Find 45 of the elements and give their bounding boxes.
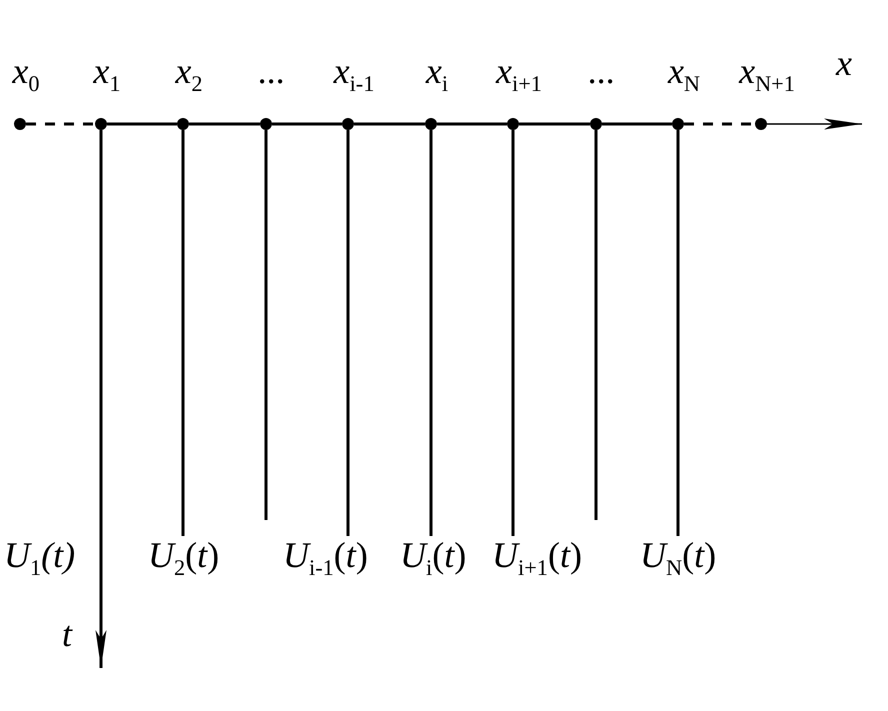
grid-point [95, 118, 107, 130]
grid-line [182, 130, 184, 536]
grid-line [519, 122, 590, 126]
point-label: ... [258, 52, 286, 90]
grid-point [590, 118, 602, 130]
axis-arrow [96, 130, 106, 668]
grid-line [602, 122, 672, 126]
function-label: U$_{N}$(t) [640, 536, 716, 587]
grid-point [672, 118, 684, 130]
grid-point [260, 118, 272, 130]
axis-label: t [62, 615, 72, 653]
grid-point [425, 118, 437, 130]
point-label: x$_{2}$ [175, 52, 203, 98]
point-label: x$_{N+1}$ [739, 52, 795, 98]
grid-point [755, 118, 767, 130]
grid-line [264, 130, 268, 520]
point-label: x$_{0}$ [12, 52, 40, 98]
point-label: x$_{1}$ [93, 52, 121, 98]
point-label: x$_{i+1}$ [496, 52, 542, 98]
function-label: U$_{i-1}$(t) [283, 536, 368, 587]
grid-line [676, 130, 680, 536]
grid-point [507, 118, 519, 130]
grid-point [342, 118, 354, 130]
grid-line [594, 130, 598, 520]
grid-line [272, 122, 342, 126]
point-label: x$_{N}$ [668, 52, 700, 98]
point-label: x$_{i}$ [426, 52, 448, 98]
function-label: U$_{i}$(t) [400, 536, 466, 587]
grid-point [14, 118, 26, 130]
function-label: U$_{i+1}$(t) [492, 536, 582, 587]
point-label: ... [588, 52, 616, 90]
function-label: U$_{1}$(t) [4, 536, 76, 582]
axis-label: x [836, 44, 852, 82]
function-label: U$_{2}$(t) [148, 536, 220, 587]
grid-line [346, 130, 350, 536]
point-label: x$_{i-1}$ [334, 52, 374, 98]
grid-line [26, 122, 95, 126]
grid-line [189, 122, 260, 126]
grid-line [354, 122, 425, 126]
grid-line [430, 130, 432, 536]
axis-arrow [767, 118, 862, 130]
grid-line [107, 122, 177, 126]
grid-line [437, 122, 507, 126]
grid-point [177, 118, 189, 130]
grid-line [512, 130, 514, 536]
